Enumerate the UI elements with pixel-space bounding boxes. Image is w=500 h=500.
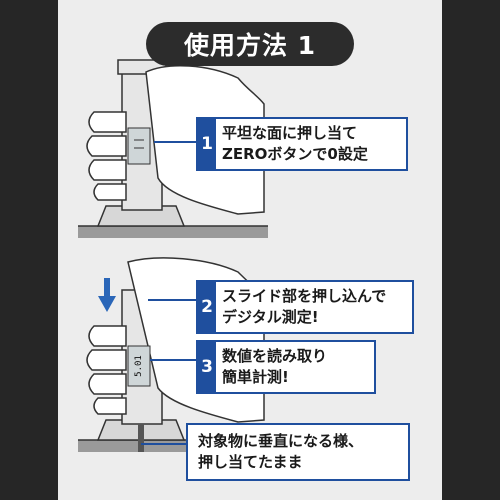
step-1-number: 1 [198,119,216,169]
press-down-arrow [98,278,116,312]
step-2-line-1: スライド部を押し込んで [222,287,387,305]
step-2-number: 2 [198,282,216,332]
gauge-base-top [96,205,186,227]
display-reading: 5.01 [134,355,144,377]
step-3-line-2: 簡単計測! [222,368,289,386]
step-3-number: 3 [198,342,216,392]
content-panel: 5.01 使用方法 1 1 平坦な面に押し当て ZEROボタンで0設定 2 スラ… [58,0,442,500]
note-callout: 対象物に垂直になる様、 押し当てたまま [186,423,410,481]
note-line-2: 押し当てたまま [198,453,303,471]
step-3-callout: 3 数値を読み取り 簡単計測! [196,340,376,394]
step-1-line-2: ZEROボタンで0設定 [222,145,368,163]
step-1-callout: 1 平坦な面に押し当て ZEROボタンで0設定 [196,117,408,171]
step-2-line-2: デジタル測定! [222,308,319,326]
gauge-probe [138,424,144,452]
step-1-line-1: 平坦な面に押し当て [222,124,358,142]
step-3-line-1: 数値を読み取り [222,347,328,365]
display-bottom [127,345,151,387]
note-line-1: 対象物に垂直になる様、 [198,432,364,450]
page-title: 使用方法 1 [146,22,354,66]
display-top [127,127,151,165]
surface-top [78,226,268,238]
step-2-callout: 2 スライド部を押し込んで デジタル測定! [196,280,414,334]
